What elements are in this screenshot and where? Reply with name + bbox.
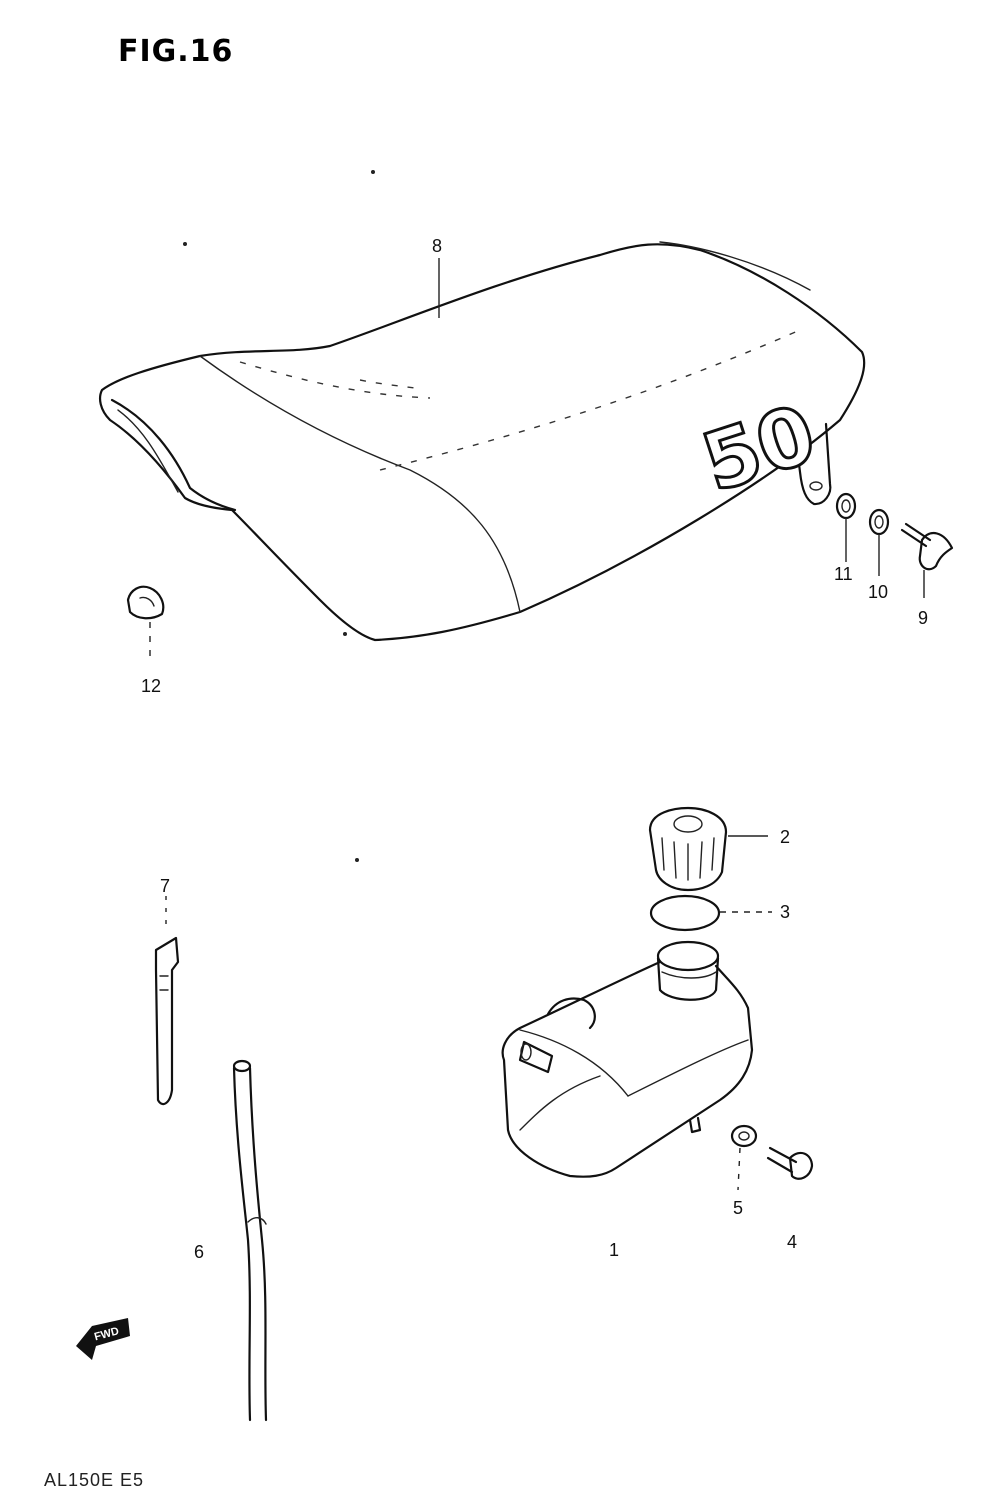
specks bbox=[183, 170, 375, 862]
hose-clamp-part-7 bbox=[154, 896, 180, 1106]
washer-part-10 bbox=[868, 508, 890, 576]
cap-seal-part-3 bbox=[649, 894, 772, 932]
callout-6: 6 bbox=[194, 1242, 204, 1262]
clip-part-12 bbox=[126, 585, 165, 660]
callout-12: 12 bbox=[141, 676, 161, 696]
wing-bolt-part-9 bbox=[900, 522, 954, 598]
washer-part-11 bbox=[835, 492, 857, 562]
callout-2: 2 bbox=[780, 827, 790, 847]
forward-direction-arrow: FWD bbox=[76, 1318, 130, 1360]
model-code: AL150E E5 bbox=[44, 1470, 145, 1490]
figure-title: FIG.16 bbox=[118, 34, 234, 69]
tank-cap-part-2 bbox=[648, 806, 768, 892]
bolt-part-4 bbox=[766, 1146, 814, 1180]
callout-7: 7 bbox=[160, 876, 170, 896]
callout-8: 8 bbox=[432, 236, 442, 256]
washer-part-5 bbox=[730, 1124, 758, 1191]
oil-tank-part-1 bbox=[501, 940, 754, 1178]
callout-4: 4 bbox=[787, 1232, 797, 1252]
hose-part-6 bbox=[232, 1059, 268, 1422]
callout-labels: 1 2 3 4 5 6 7 8 9 10 11 12 bbox=[141, 236, 928, 1262]
callout-5: 5 bbox=[733, 1198, 743, 1218]
callout-1: 1 bbox=[609, 1240, 619, 1260]
callout-10: 10 bbox=[868, 582, 888, 602]
callout-3: 3 bbox=[780, 902, 790, 922]
callout-9: 9 bbox=[918, 608, 928, 628]
callout-11: 11 bbox=[834, 564, 853, 584]
seat-part-8: 50 bbox=[99, 241, 866, 642]
seat-emblem: 50 bbox=[692, 387, 827, 510]
